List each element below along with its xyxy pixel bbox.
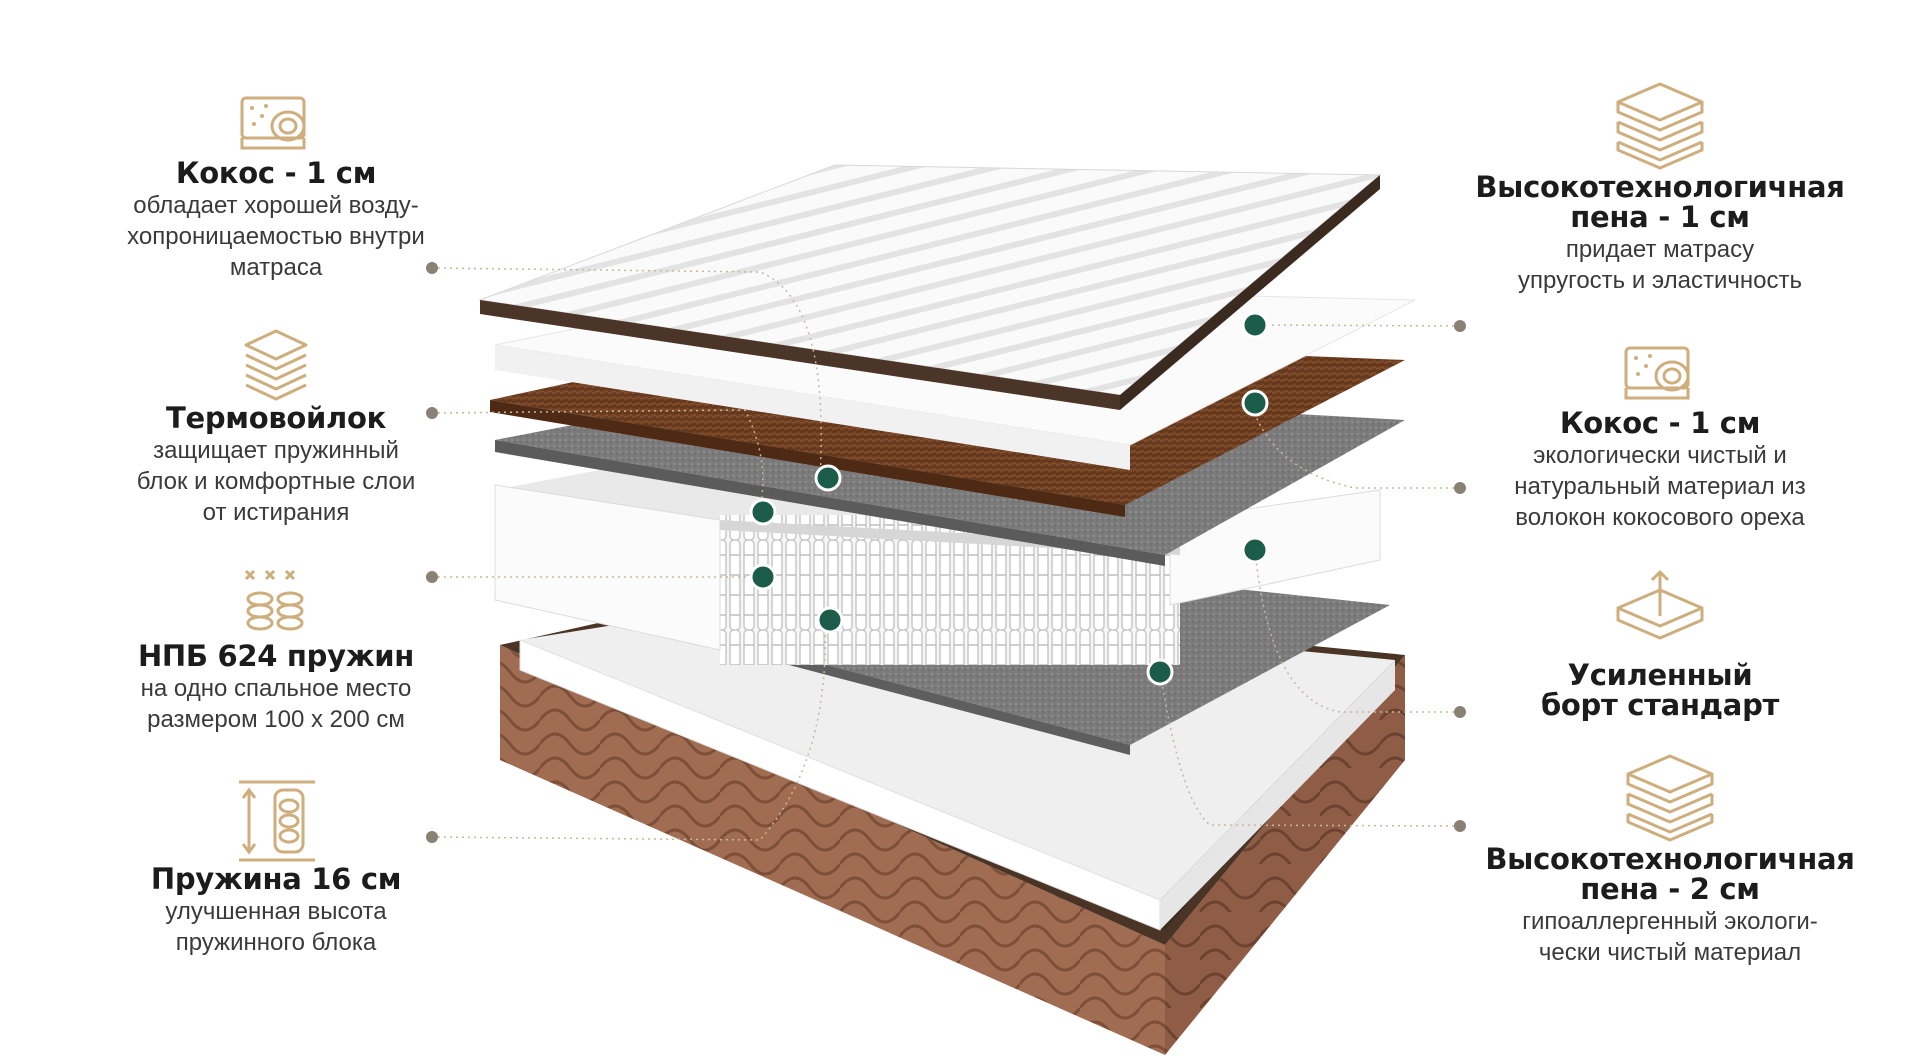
feature-title: НПБ 624 пружин bbox=[137, 639, 415, 673]
feature-title: Высокотехнологичная пена - 1 см bbox=[1475, 170, 1845, 234]
coconut-layer-icon bbox=[240, 96, 306, 150]
feature-spring-height: Пружина 16 см улучшенная высота пружинно… bbox=[66, 778, 486, 958]
spring-block-icon bbox=[244, 569, 304, 631]
spring-height-icon bbox=[239, 780, 315, 862]
top-cover bbox=[478, 164, 1382, 410]
leader-dots bbox=[426, 262, 1466, 843]
feature-title: Кокос - 1 см bbox=[175, 156, 377, 190]
feature-coconut-left: Кокос - 1 см обладает хорошей возду- хоп… bbox=[66, 90, 486, 283]
coconut-layer-icon bbox=[1624, 346, 1690, 400]
feature-felt: Термовойлок защищает пружинный блок и ко… bbox=[66, 325, 486, 528]
feature-title: Термовойлок bbox=[166, 401, 386, 435]
feature-desc: экологически чистый и натуральный матери… bbox=[1514, 442, 1806, 531]
feature-title: Высокотехнологичная пена - 2 см bbox=[1485, 842, 1855, 906]
feature-desc: на одно спальное место размером 100 х 20… bbox=[140, 675, 412, 733]
feature-title: Пружина 16 см bbox=[150, 862, 402, 896]
feature-desc: обладает хорошей возду- хопроницаемостью… bbox=[127, 192, 425, 281]
feature-desc: гипоаллергенный экологи- чески чистый ма… bbox=[1522, 908, 1818, 966]
feature-title: Кокос - 1 см bbox=[1559, 406, 1761, 440]
layer-markers bbox=[749, 311, 1269, 686]
feature-desc: защищает пружинный блок и комфортные сло… bbox=[136, 437, 416, 526]
leader-lines-left bbox=[431, 267, 827, 841]
feature-reinforced-edge: Усиленный борт стандарт bbox=[1440, 568, 1880, 720]
reinforced-edge-icon bbox=[1616, 570, 1704, 640]
feature-desc: придает матрасу упругость и эластичность bbox=[1518, 236, 1802, 294]
feature-foam-2cm: Высокотехнологичная пена - 2 см гипоалле… bbox=[1450, 752, 1890, 968]
feature-desc: улучшенная высота пружинного блока bbox=[165, 898, 387, 956]
feature-foam-1cm: Высокотехнологичная пена - 1 см придает … bbox=[1440, 80, 1880, 296]
foam-layers-icon bbox=[1626, 754, 1714, 842]
feature-spring-block: НПБ 624 пружин на одно спальное место ра… bbox=[66, 565, 486, 735]
foam-layers-icon bbox=[1616, 82, 1704, 170]
feature-title: Усиленный борт стандарт bbox=[1540, 658, 1780, 722]
feature-coconut-right: Кокос - 1 см экологически чистый и натур… bbox=[1440, 340, 1880, 533]
leader-lines-right bbox=[1159, 324, 1461, 827]
felt-layers-icon bbox=[244, 329, 308, 401]
